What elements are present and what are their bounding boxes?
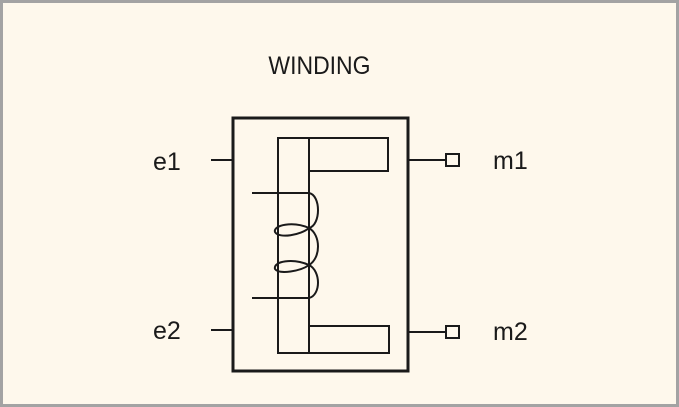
block-title: WINDING — [268, 52, 370, 80]
port-m1[interactable]: m1 — [408, 147, 528, 175]
winding-diagram: WINDING e1 e2 m1 m2 — [153, 52, 528, 373]
port-e1[interactable]: e1 — [153, 148, 233, 176]
port-m2[interactable]: m2 — [408, 318, 528, 346]
winding-block[interactable] — [231, 116, 410, 373]
port-m1-label: m1 — [493, 147, 528, 175]
coil-icon — [252, 192, 319, 299]
port-m2-square-icon — [445, 325, 460, 339]
port-m1-square-icon — [445, 153, 460, 167]
core-icon — [277, 137, 390, 354]
port-e2[interactable]: e2 — [153, 317, 233, 345]
port-m2-label: m2 — [493, 318, 528, 346]
port-e1-label: e1 — [153, 148, 181, 176]
port-e2-label: e2 — [153, 317, 181, 345]
